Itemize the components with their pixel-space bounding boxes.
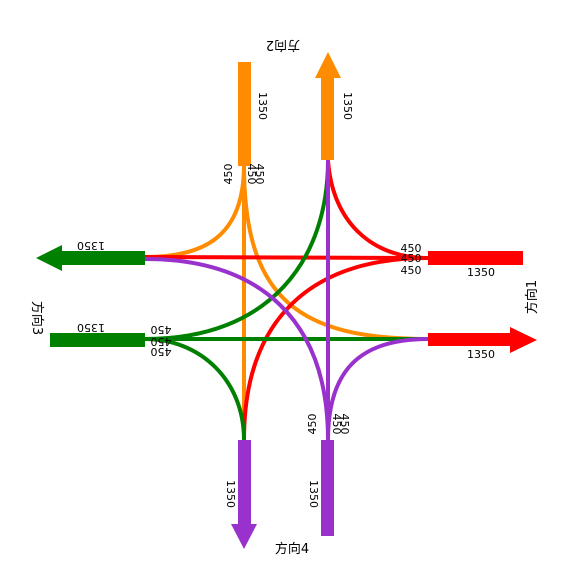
d3-through-volume: 450: [151, 335, 172, 348]
d3-right-volume: 450: [151, 345, 172, 358]
d1-right-turn-path: [242, 256, 429, 441]
d3-outbound-bar: [62, 251, 145, 265]
d1-through-path: [144, 255, 429, 260]
d1-inbound-volume: 1350: [467, 266, 495, 279]
direction-1-label: 方向1: [524, 280, 540, 314]
d4-outbound-volume: 1350: [224, 480, 237, 508]
d2-inbound-bar: [238, 62, 251, 166]
d4-right-turn-path: [326, 337, 429, 441]
d3-outbound-volume: 1350: [77, 239, 105, 252]
direction-2-label: 方向2: [266, 37, 300, 53]
d4-inbound-bar: [321, 440, 334, 536]
direction-4-label: 方向4: [275, 541, 309, 557]
d2-through-volume: 450: [245, 164, 258, 185]
d3-left-volume: 450: [151, 323, 172, 336]
d4-through-volume: 450: [330, 414, 343, 435]
d2-right-turn-path: [242, 164, 429, 341]
arrow-down-icon: [231, 524, 257, 549]
d2-outbound-volume: 1350: [341, 92, 354, 120]
d1-right-volume: 450: [401, 264, 422, 277]
d4-right-volume: 450: [338, 414, 351, 435]
d4-inbound-volume: 1350: [307, 480, 320, 508]
d1-outbound-volume: 1350: [467, 348, 495, 361]
d2-left-volume: 450: [253, 164, 266, 185]
d3-inbound-bar: [50, 333, 145, 347]
arrow-up-icon: [315, 52, 341, 78]
d1-outbound-bar: [428, 333, 512, 346]
d1-left-volume: 450: [401, 242, 422, 255]
d2-right-volume: 450: [222, 164, 235, 185]
d4-outbound-bar: [238, 440, 251, 526]
arrow-right-icon: [510, 327, 537, 353]
d1-outbound-to-d2-bar: [321, 74, 334, 160]
d1-inbound-bar: [428, 251, 523, 265]
arrow-left-icon: [36, 245, 62, 271]
d3-inbound-volume: 1350: [77, 321, 105, 334]
d3-right-turn-path: [144, 159, 330, 341]
d1-through-volume: 450: [401, 252, 422, 265]
d4-left-volume: 450: [306, 414, 319, 435]
d4-left-turn-path: [144, 257, 330, 441]
d2-inbound-volume: 1350: [256, 92, 269, 120]
direction-3-label: 方向3: [29, 301, 45, 335]
